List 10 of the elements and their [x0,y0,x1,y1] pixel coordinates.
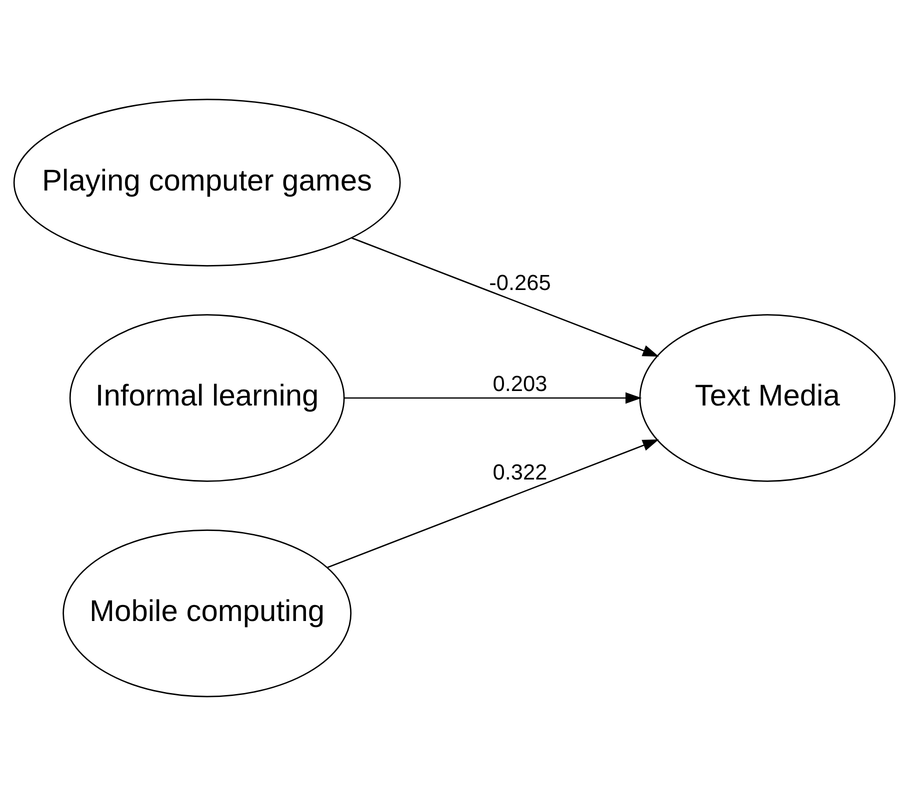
arrow [344,392,642,404]
node-ellipse: Informal learning [69,314,345,482]
node-ellipse: Text Media [639,314,896,482]
node-ellipse: Mobile computing [62,530,352,698]
edge-label: 0.322 [492,460,548,485]
edge-label: 0.203 [492,370,548,396]
edge-label: -0.265 [489,270,551,296]
node-ellipse: Playing computer games [13,98,401,266]
arrow [326,439,660,568]
arrow [351,237,660,357]
